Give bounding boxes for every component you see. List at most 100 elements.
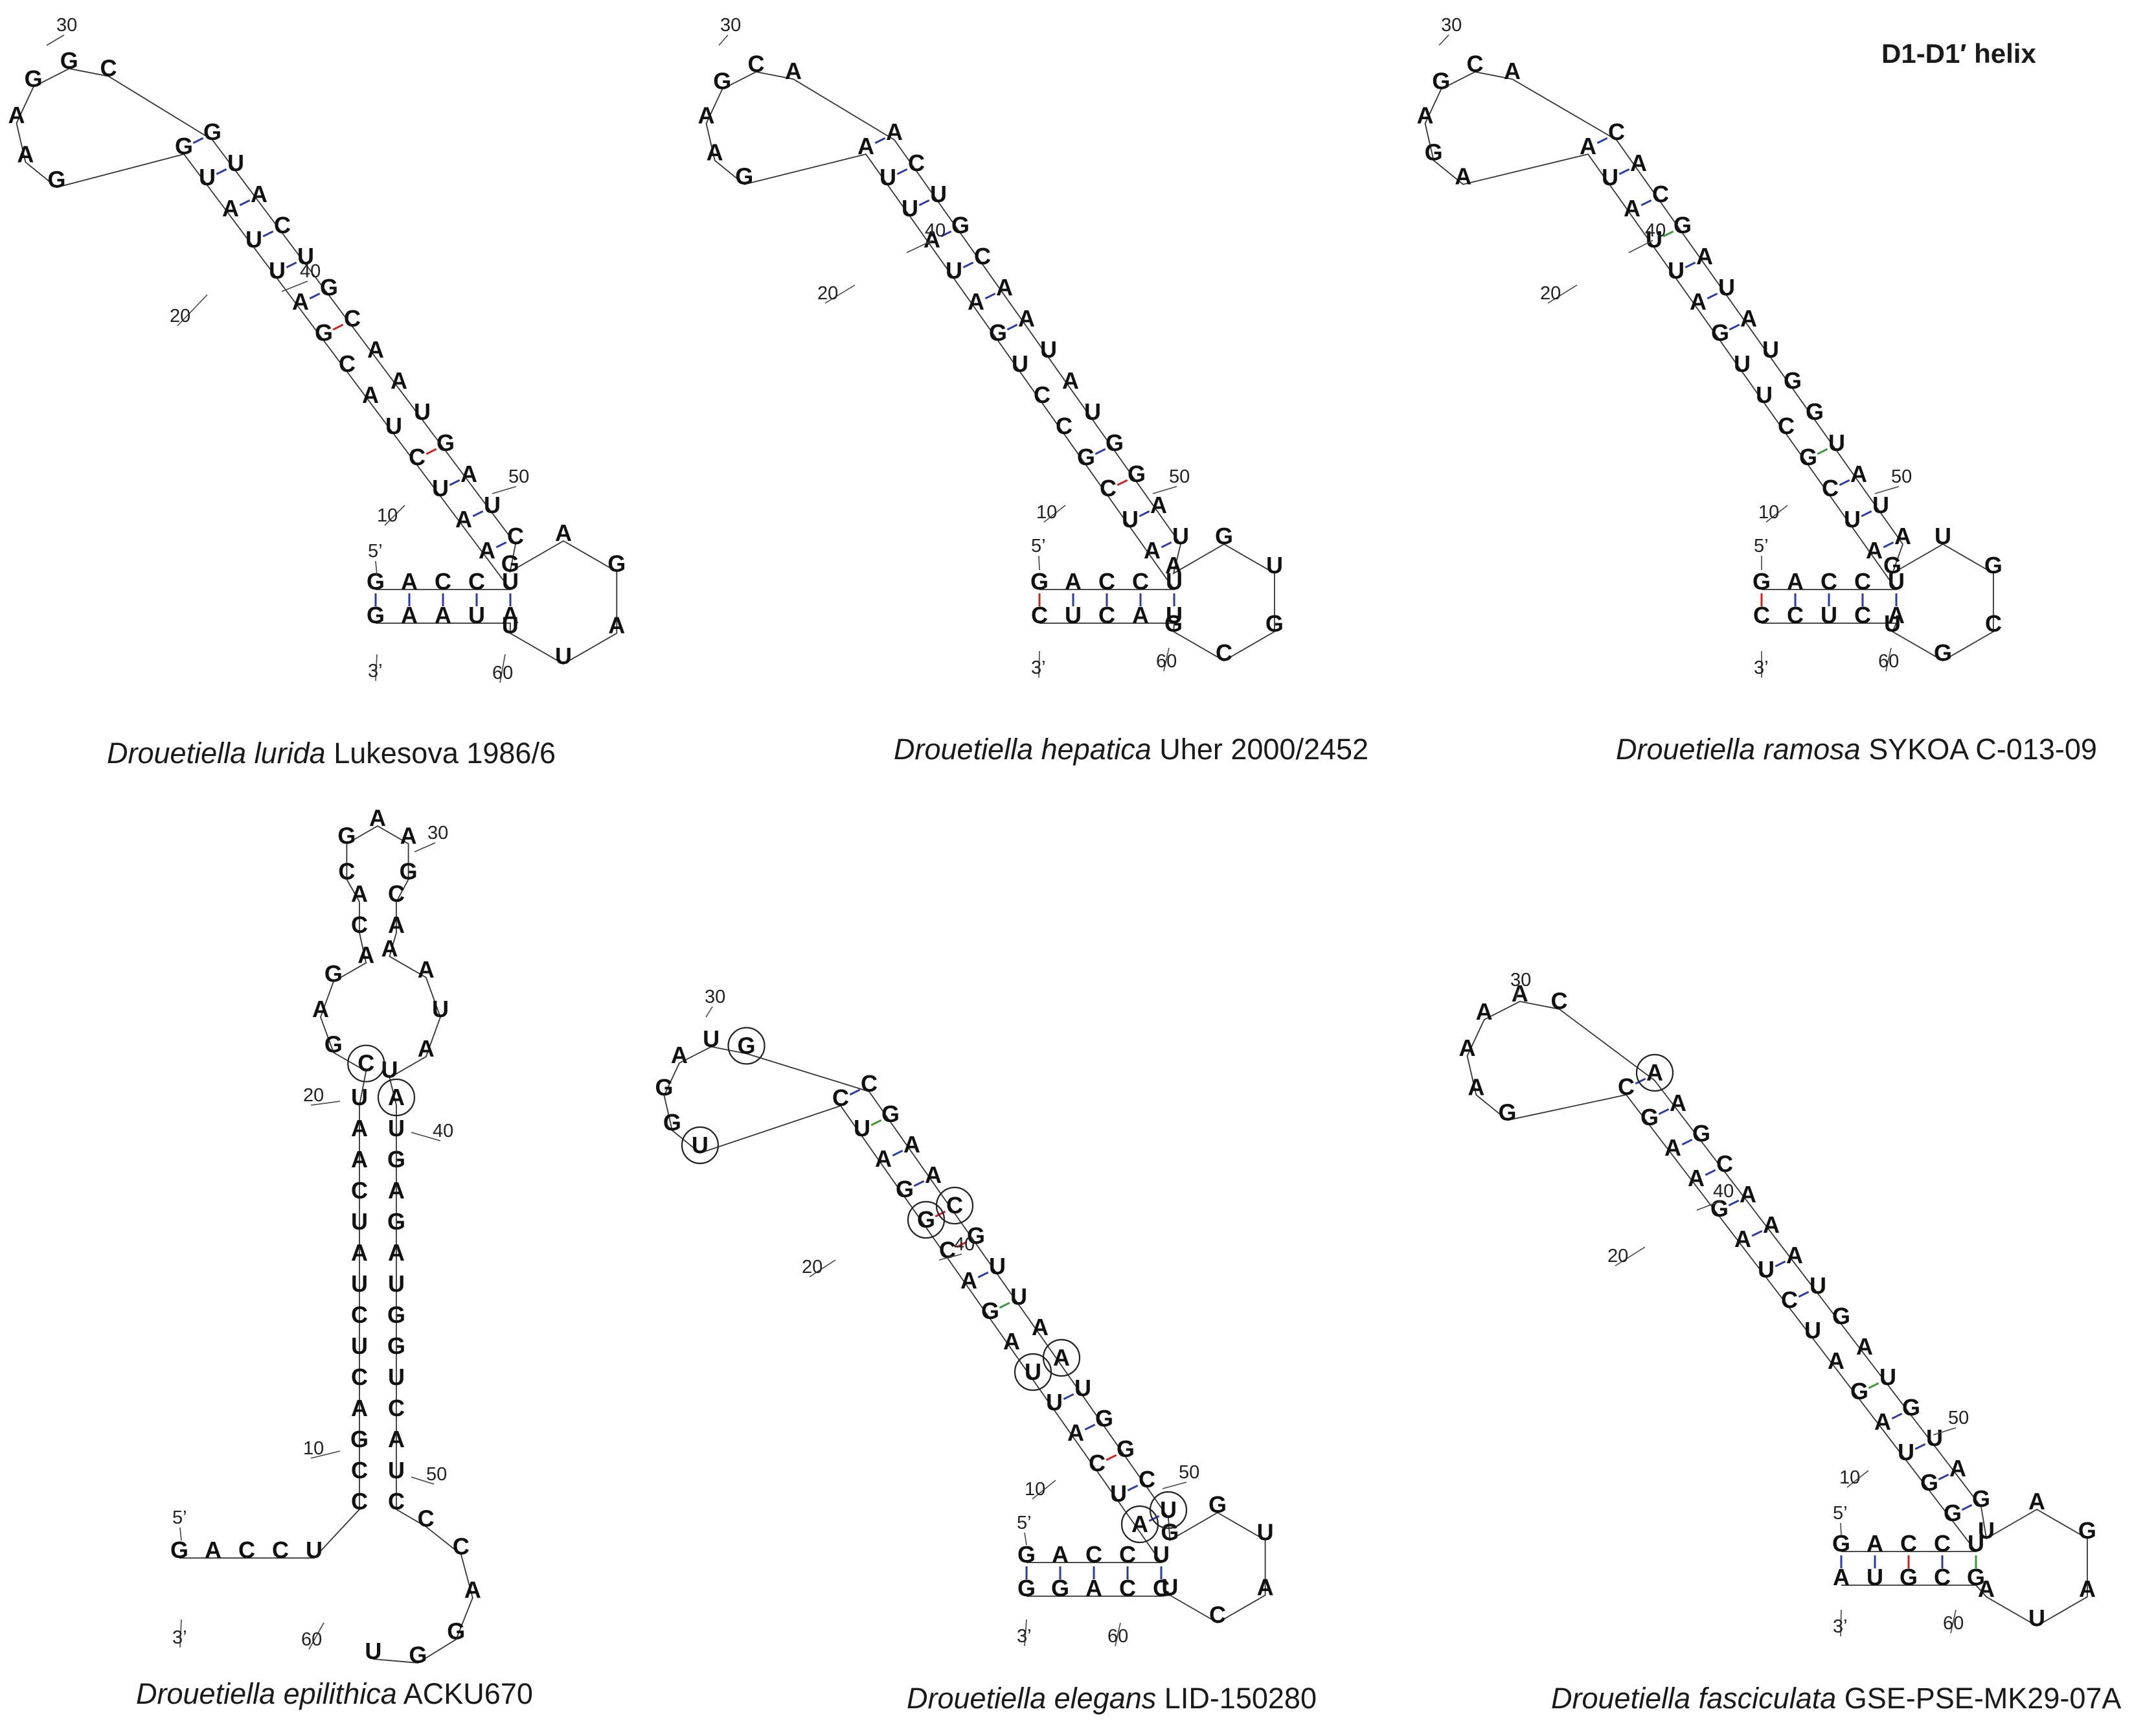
nucleotide: G (501, 551, 519, 577)
nucleotide: G (337, 823, 356, 849)
base-pair (1681, 1138, 1693, 1146)
nucleotide: A (1018, 305, 1035, 332)
nucleotide: C (272, 1537, 289, 1563)
position-label: 5’ (1017, 1513, 1032, 1533)
nucleotide: U (502, 612, 519, 639)
nucleotide: A (292, 288, 309, 315)
nucleotide: A (608, 612, 625, 639)
nucleotide: A (1696, 243, 1713, 269)
nucleotide: C (507, 523, 524, 549)
nucleotide: U (1602, 164, 1618, 190)
nucleotide: U (414, 398, 431, 425)
nucleotide: G (951, 212, 970, 238)
nucleotide: C (351, 1488, 368, 1515)
base-pair (1961, 1504, 1973, 1511)
position-label: 40 (954, 1234, 975, 1255)
base-pair (286, 261, 297, 269)
nucleotide: U (1266, 552, 1283, 578)
position-label: 30 (705, 987, 725, 1007)
nucleotide: A (875, 1145, 892, 1172)
substitution-circle (347, 1044, 385, 1082)
nucleotide: A (785, 58, 802, 84)
position-tick (1024, 1532, 1027, 1546)
nucleotide: C (357, 1050, 374, 1077)
nucleotide: U (1884, 610, 1901, 637)
position-tick (492, 486, 517, 494)
nucleotide: A (369, 805, 386, 831)
base-pair (1084, 1423, 1096, 1431)
caption-species: ramosa (1764, 733, 1861, 766)
nucleotide: A (1416, 102, 1433, 129)
nucleotide: A (312, 996, 329, 1022)
base-pair (935, 1210, 946, 1218)
base-pair (1127, 1484, 1139, 1492)
backbone (705, 71, 1275, 662)
nucleotide: C (747, 51, 764, 77)
position-tick (375, 560, 378, 576)
nucleotide: C (1608, 119, 1625, 145)
nucleotide: U (946, 257, 962, 284)
nucleotide: G (1972, 1485, 1990, 1512)
nucleotide: A (1504, 58, 1521, 84)
position-tick (809, 1259, 836, 1277)
base-pair (1685, 261, 1696, 269)
nucleotide: C (388, 1488, 405, 1515)
nucleotide: C (1034, 382, 1050, 408)
nucleotide: U (854, 1115, 870, 1141)
position-label: 5’ (172, 1507, 187, 1528)
position-tick (179, 1527, 182, 1541)
position-tick (1950, 1609, 1957, 1634)
position-tick (1115, 1622, 1121, 1647)
base-pair (1618, 168, 1630, 176)
nucleotide: A (1690, 288, 1707, 315)
nucleotide: A (351, 1395, 368, 1421)
caption-strain: LID-150280 (1164, 1682, 1317, 1715)
position-tick (414, 842, 436, 853)
nucleotide: U (2028, 1605, 2045, 1631)
nucleotide: A (17, 141, 34, 167)
nucleotide: C (1618, 1073, 1635, 1100)
nucleotide: U (1161, 1574, 1178, 1601)
base-pair (956, 1241, 968, 1248)
nucleotide: C (351, 1177, 368, 1204)
position-label: 10 (1758, 502, 1779, 523)
position-label: 3’ (368, 661, 383, 681)
nucleotide: C (1119, 1541, 1136, 1568)
position-tick (177, 294, 208, 326)
caption-genus: Drouetiella (136, 1677, 275, 1710)
caption-genus: Drouetiella (1616, 733, 1755, 766)
nucleotide: U (1046, 1389, 1063, 1415)
position-label: 60 (1107, 1626, 1128, 1647)
nucleotide: C (1089, 1450, 1106, 1476)
position-label: 10 (1036, 502, 1057, 523)
position-label: 3’ (1754, 658, 1769, 678)
caption-species: lurida (255, 737, 326, 770)
nucleotide: U (199, 164, 216, 190)
base-pair (1914, 1443, 1926, 1450)
nucleotide: C (1466, 51, 1483, 77)
base-pair (309, 292, 321, 300)
nucleotide: U (365, 1638, 381, 1664)
nucleotide: G (447, 1618, 465, 1645)
base-pair (1635, 1077, 1646, 1085)
nucleotide: C (1778, 413, 1795, 439)
nucleotide: G (1128, 461, 1146, 487)
base-pair (262, 230, 274, 238)
nucleotide: G (1753, 568, 1771, 595)
base-pair (849, 1088, 861, 1096)
position-tick (1152, 486, 1177, 494)
nucleotide: C (1551, 988, 1568, 1014)
nucleotide: C (832, 1084, 849, 1111)
caption-species: hepatica (1041, 733, 1152, 766)
caption-strain: Lukesova 1986/6 (334, 737, 556, 770)
nucleotide: G (175, 133, 193, 159)
nucleotide: G (737, 1032, 755, 1059)
nucleotide: U (385, 413, 402, 439)
position-tick (1547, 284, 1578, 304)
nucleotide: U (1025, 1358, 1041, 1385)
caption-lurida: Drouetiella lurida Lukesova 1986/6 (107, 737, 556, 770)
nucleotide: U (351, 1084, 368, 1110)
nucleotide: C (1085, 1541, 1102, 1568)
base-pair (1883, 541, 1894, 549)
